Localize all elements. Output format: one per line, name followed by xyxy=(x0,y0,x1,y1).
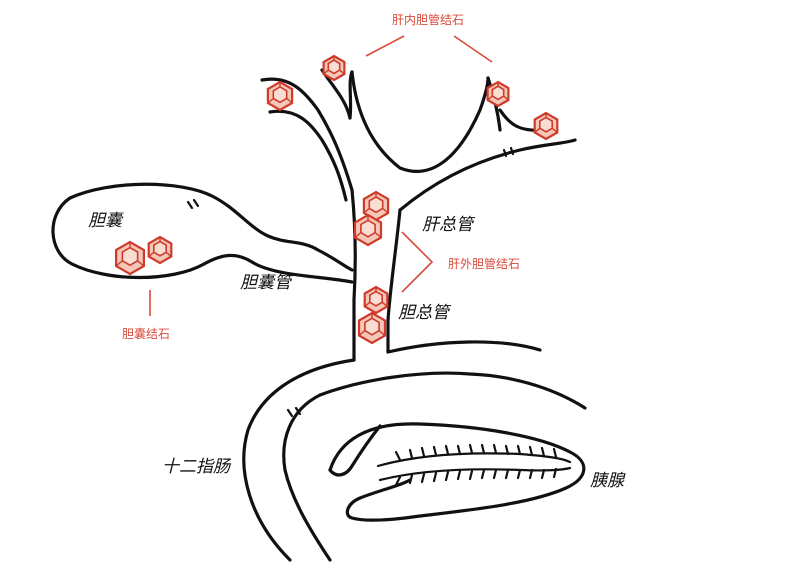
label-common-hepatic-duct: 肝总管 xyxy=(422,215,476,235)
label-gallbladder: 胆囊 xyxy=(88,211,124,231)
stone-icon xyxy=(147,235,173,265)
label-extrahepatic-stones: 肝外胆管结石 xyxy=(448,256,520,271)
stone-icon xyxy=(363,285,389,315)
pancreatic-duct-branches xyxy=(394,443,558,487)
stone-icon xyxy=(114,240,145,276)
stone-icon xyxy=(353,213,383,247)
annotation-lines xyxy=(149,35,493,316)
stone-icon xyxy=(266,80,294,112)
label-intrahepatic-stones: 肝内胆管结石 xyxy=(392,12,464,27)
label-duodenum: 十二指肠 xyxy=(162,457,232,477)
gallbladder-shape xyxy=(51,182,354,284)
stone-icon xyxy=(533,111,559,141)
label-common-bile-duct: 胆总管 xyxy=(398,303,452,323)
stone-icon xyxy=(357,311,387,345)
label-cystic-duct: 胆囊管 xyxy=(240,273,294,293)
label-gallbladder-stones: 胆囊结石 xyxy=(122,326,170,341)
pancreas-shape xyxy=(328,422,586,522)
stone-icon xyxy=(322,54,346,82)
label-pancreas: 胰腺 xyxy=(590,471,626,491)
stones-layer xyxy=(114,54,559,345)
stone-icon xyxy=(486,80,510,108)
duodenum-shape xyxy=(242,340,587,562)
